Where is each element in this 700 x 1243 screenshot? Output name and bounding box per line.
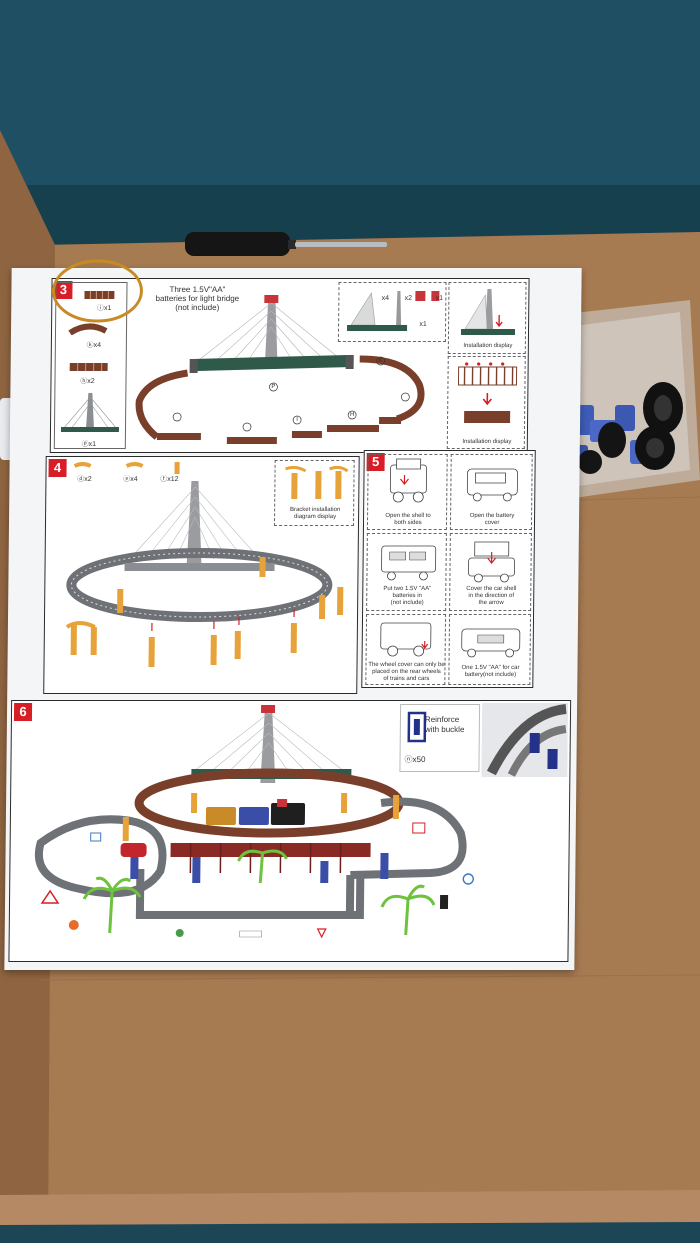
step-4-panel: 4 ⓓx2 ⓔx4 ⓕx12 Bracket installation diag… (43, 456, 360, 694)
instruction-sheet: 3 ⓘx1 ⓚx4 ⓗx2 (4, 259, 582, 970)
shell-cover-icon (468, 541, 516, 583)
wheel-cover-icon (380, 622, 432, 657)
cell-5-line-1: The wheel cover can only be (368, 662, 445, 668)
track-install-icon (457, 362, 518, 423)
instruction-cell-3: Put two 1.5V "AA" batteries in (not incl… (366, 533, 447, 611)
tower-install-icon (460, 289, 516, 335)
cell-4-line-1: Cover the car shell (466, 586, 517, 592)
cell-2-line-1: Open the battery (469, 513, 515, 519)
step-3-parts: ⓘx1 ⓚx4 ⓗx2 ⓟx1 (53, 282, 128, 449)
cell-6-line-1: One 1.5V "AA" for car (461, 665, 520, 671)
cell-3-line-2: batteries in (392, 593, 422, 599)
locomotive-open-icon (389, 458, 427, 503)
bridge-tower-icon (60, 393, 120, 432)
cell-4-line-2: in the direction of (468, 593, 515, 599)
instruction-cell-6: One 1.5V "AA" for car battery(not includ… (448, 614, 532, 685)
step-number: 4 (48, 459, 67, 477)
cell-2-line-2: cover (484, 520, 500, 526)
cell-5-line-2: placed on the rear wheels (372, 669, 441, 675)
installation-display-label-1: Installation display (463, 343, 513, 349)
straight-track-icon (69, 363, 108, 371)
bridge-parts-icon (347, 291, 440, 331)
circled-part-marker (51, 259, 143, 323)
battery-cover-icon (466, 468, 518, 502)
installation-display-label-2: Installation display (462, 439, 512, 445)
curved-track-icon (68, 323, 108, 335)
count-x2: x2 (404, 295, 413, 302)
red-car-icon (120, 843, 147, 857)
cell-3-line-1: Put two 1.5V "AA" (383, 586, 432, 592)
wheel-icon (578, 382, 683, 474)
part-p-count: ⓟx1 (81, 441, 97, 448)
cell-5-line-3: of trains and cars (383, 676, 430, 682)
part-h-count: ⓗx2 (80, 378, 95, 385)
cell-1-line-2: both sides (394, 520, 422, 526)
step-6-final-layout (35, 705, 474, 939)
label-h: H (349, 412, 355, 418)
buckle-icon (407, 711, 427, 743)
instruction-cell-1: Open the shell to both sides (366, 454, 448, 530)
buckle-closeup-photo (481, 703, 569, 777)
step-4-layout-diagram (65, 481, 344, 667)
installation-display-2: Installation display (446, 356, 526, 449)
cell-1-line-1: Open the shell to (385, 513, 431, 519)
bridge-parts-box: x4 x2 x1 x1 (337, 282, 447, 342)
step-5-panel: 5 Open the shell to both sides Open the … (361, 450, 536, 688)
installation-display-1: Installation display (447, 282, 527, 354)
label-k: K (378, 358, 383, 364)
screwdriver-icon (185, 232, 387, 256)
cardboard-bottom-lip (0, 1190, 700, 1225)
count-x1b: x1 (419, 321, 427, 328)
instruction-cell-2: Open the battery cover (449, 454, 533, 530)
step-6-panel: 6 Reinforce with buckle ⓝx50 (8, 700, 572, 962)
count-x4: x4 (381, 295, 390, 302)
step-3-layout-diagram (135, 295, 425, 444)
cell-3-line-3: (not include) (390, 600, 424, 606)
palm-tree-icon (82, 849, 436, 936)
track-piece-icon (84, 291, 115, 299)
traffic-sign-icon (40, 822, 474, 939)
support-parts-icon (73, 462, 180, 474)
label-i: I (296, 417, 298, 423)
step-3-panel: 3 ⓘx1 ⓚx4 ⓗx2 (49, 278, 530, 453)
label-p: P (271, 384, 276, 390)
bracket-installation-box: Bracket installation diagram display (273, 460, 355, 526)
battery-install-icon (381, 545, 437, 581)
instruction-cell-5: The wheel cover can only be placed on th… (365, 614, 447, 685)
train-icon (205, 799, 306, 825)
count-x1a: x1 (435, 295, 444, 302)
bracket-icon (285, 465, 349, 499)
car-battery-icon (461, 628, 521, 658)
cardboard-crease (39, 974, 700, 981)
cell-6-line-2: battery(not include) (464, 672, 517, 678)
instruction-cell-4: Cover the car shell in the direction of … (449, 533, 532, 611)
cardboard-crease-2 (579, 496, 700, 501)
cell-4-line-3: the arrow (478, 600, 504, 606)
buckle-box: Reinforce with buckle ⓝx50 (399, 704, 481, 772)
part-k-count: ⓚx4 (86, 342, 102, 349)
